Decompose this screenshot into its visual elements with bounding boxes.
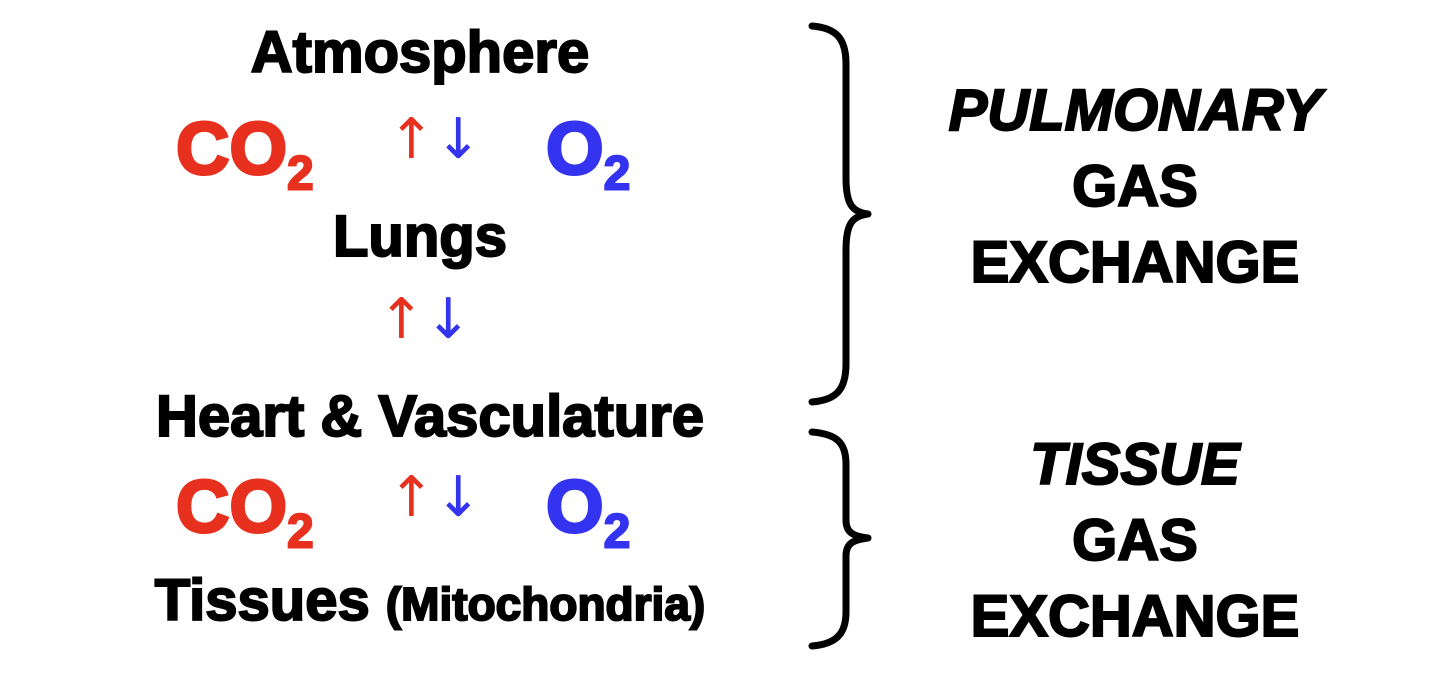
- arrow-down-icon: ↓: [434, 107, 482, 172]
- o2-bottom-subscript: 2: [603, 505, 632, 559]
- exchange-arrows-bottom: ↑↓: [388, 470, 482, 526]
- o2-top-base: O: [545, 107, 606, 190]
- pulmonary-title: PULMONARY: [948, 78, 1323, 143]
- lungs-label: Lungs: [332, 204, 508, 269]
- o2-top: O2: [545, 110, 632, 199]
- exchange-arrows-top: ↑↓: [388, 112, 482, 168]
- tissues-text: Tissues: [154, 568, 371, 633]
- o2-bottom-base: O: [545, 465, 606, 548]
- arrow-up-icon: ↑: [388, 107, 435, 172]
- co2-top-base: CO: [175, 107, 289, 190]
- arrow-up-icon: ↑: [388, 465, 435, 530]
- pulmonary-gas: GAS: [1071, 154, 1199, 219]
- co2-bottom-base: CO: [175, 465, 289, 548]
- co2-top-subscript: 2: [286, 147, 315, 201]
- tissue-exchange: EXCHANGE: [970, 584, 1301, 649]
- co2-top: CO2: [175, 110, 315, 199]
- arrow-up-icon: ↑: [378, 287, 425, 352]
- tissues-label: Tissues (Mitochondria): [60, 571, 800, 631]
- tissue-gas-exchange-label: TISSUE GAS EXCHANGE: [910, 432, 1360, 649]
- co2-bottom: CO2: [175, 468, 315, 557]
- pulmonary-exchange: EXCHANGE: [970, 230, 1301, 295]
- pulmonary-gas-exchange-label: PULMONARY GAS EXCHANGE: [900, 78, 1370, 295]
- o2-bottom: O2: [545, 468, 632, 557]
- atmosphere-label: Atmosphere: [250, 20, 590, 85]
- arrow-down-icon: ↓: [424, 287, 472, 352]
- tissue-gas: GAS: [1071, 508, 1199, 573]
- mitochondria-text: (Mitochondria): [385, 578, 706, 630]
- heart-vasculature-label: Heart & Vasculature: [155, 384, 705, 449]
- pulmonary-brace-icon: [808, 22, 872, 406]
- tissue-title: TISSUE: [1029, 432, 1241, 497]
- exchange-arrows-middle: ↑↓: [378, 292, 472, 348]
- o2-top-subscript: 2: [603, 147, 632, 201]
- tissue-brace-icon: [808, 428, 872, 650]
- co2-bottom-subscript: 2: [286, 505, 315, 559]
- arrow-down-icon: ↓: [434, 465, 482, 530]
